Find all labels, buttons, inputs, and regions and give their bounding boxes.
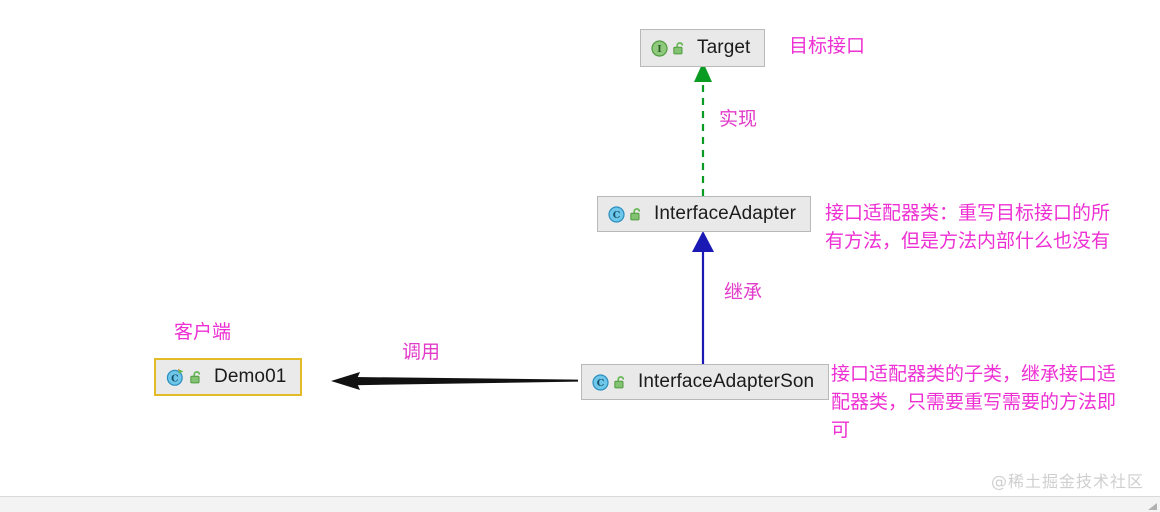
- uml-node-interface-adapter[interactable]: C InterfaceAdapter: [597, 196, 812, 232]
- edge-label-implements: 实现: [719, 108, 758, 130]
- annotation-adapter-note: 接口适配器类：重写目标接口的所有方法，但是方法内部什么也没有: [825, 202, 1111, 252]
- class-icon: C: [592, 373, 609, 391]
- annotation-client-note: 客户端: [174, 321, 232, 343]
- node-icons-interface-adapter-son: C: [592, 373, 627, 391]
- edge-implements: [694, 62, 712, 196]
- unlocked-padlock-icon: [672, 41, 686, 56]
- svg-text:C: C: [597, 378, 605, 389]
- edge-label-inherits: 继承: [724, 281, 763, 303]
- edge-label-calls: 调用: [402, 341, 441, 363]
- svg-text:C: C: [171, 373, 178, 384]
- annotation-adapter-son-note: 接口适配器类的子类，继承接口适配器类，只需要重写需要的方法即可: [831, 363, 1117, 441]
- uml-node-label: Target: [697, 37, 751, 58]
- unlocked-padlock-icon: [613, 375, 627, 390]
- uml-node-label: InterfaceAdapter: [654, 203, 797, 224]
- uml-node-target[interactable]: I Target: [640, 29, 766, 67]
- runnable-class-icon: C: [166, 368, 185, 386]
- node-icons-interface-adapter: C: [608, 205, 643, 223]
- uml-node-demo01[interactable]: C Demo01: [154, 358, 303, 396]
- edge-calls: [331, 372, 578, 390]
- node-icons-demo01: C: [166, 368, 203, 386]
- calls-arrowhead: [331, 372, 360, 390]
- annotation-target-note: 目标接口: [789, 35, 866, 57]
- uml-node-label: InterfaceAdapterSon: [638, 371, 815, 392]
- footer-bar: [0, 496, 1160, 512]
- unlocked-padlock-icon: [189, 370, 203, 385]
- uml-node-label: Demo01: [214, 366, 287, 387]
- watermark: @稀土掘金技术社区: [990, 472, 1144, 491]
- svg-text:I: I: [657, 44, 662, 55]
- calls-shaft: [355, 377, 578, 386]
- interface-icon: I: [651, 39, 668, 57]
- resize-handle-icon[interactable]: [1146, 501, 1158, 511]
- edge-inherits: [692, 231, 714, 365]
- node-icons-target: I: [651, 39, 686, 57]
- class-icon: C: [608, 205, 625, 223]
- diagram-canvas[interactable]: I Target C: [0, 0, 1160, 496]
- unlocked-padlock-icon: [629, 207, 643, 222]
- uml-node-interface-adapter-son[interactable]: C InterfaceAdapterSon: [581, 364, 830, 400]
- svg-text:C: C: [613, 210, 621, 221]
- inherits-arrowhead: [692, 231, 714, 252]
